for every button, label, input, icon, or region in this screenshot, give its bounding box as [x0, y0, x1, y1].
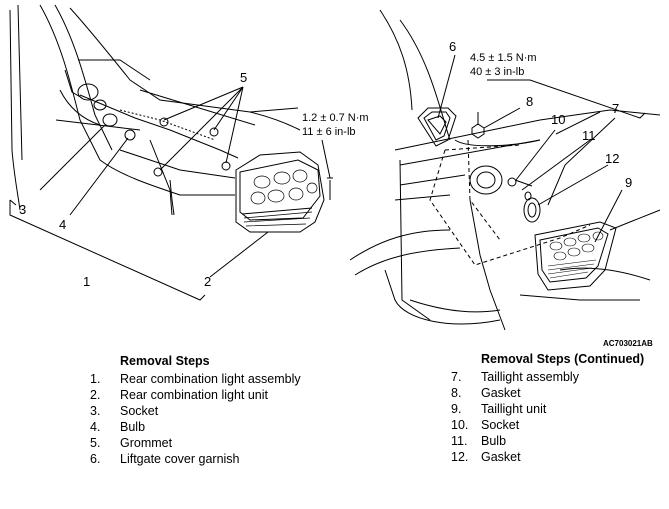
removal-steps-list: Removal Steps 1. Rear combination light a… — [90, 353, 301, 467]
taillight-unit — [534, 221, 617, 291]
liftgate-cover-garnish — [417, 107, 457, 147]
list-item: 8. Gasket — [451, 385, 644, 401]
callout-10: 10 — [551, 112, 565, 127]
callout-6: 6 — [449, 39, 456, 54]
step-number: 1. — [90, 372, 101, 386]
callout-11: 11 — [582, 128, 596, 143]
step-text: Bulb — [481, 434, 507, 448]
step-number: 10. — [451, 418, 469, 432]
callout-2: 2 — [204, 274, 211, 289]
step-number: 4. — [90, 420, 101, 434]
list-item: 9. Taillight unit — [451, 401, 644, 417]
right-torque-nm: 4.5 ± 1.5 N·m — [470, 52, 537, 64]
list-item: 5. Grommet — [90, 435, 301, 451]
step-text: Rear combination light unit — [120, 388, 268, 402]
step-number: 3. — [90, 404, 101, 418]
step-text: Taillight assembly — [481, 370, 579, 384]
step-number: 11. — [451, 434, 468, 448]
list-item: 6. Liftgate cover garnish — [90, 451, 301, 467]
step-number: 5. — [90, 436, 101, 450]
removal-steps-continued-list: Removal Steps (Continued) 7. Taillight as… — [451, 351, 644, 465]
step-number: 6. — [90, 452, 101, 466]
list-item: 3. Socket — [90, 403, 301, 419]
removal-steps-continued-title: Removal Steps (Continued) — [481, 352, 645, 366]
list-item: 2. Rear combination light unit — [90, 387, 301, 403]
step-text: Rear combination light assembly — [120, 372, 301, 386]
step-number: 2. — [90, 388, 101, 402]
right-leader-lines — [437, 54, 623, 243]
removal-steps-title: Removal Steps — [120, 354, 210, 368]
right-bracket — [487, 79, 646, 119]
left-torque-nm: 1.2 ± 0.7 N·m — [302, 112, 369, 124]
step-text: Socket — [481, 418, 520, 432]
callout-12: 12 — [605, 151, 619, 166]
list-item: 11. Bulb — [451, 433, 644, 449]
left-callouts: 1 2 3 4 5 — [19, 70, 247, 289]
step-text: Grommet — [120, 436, 173, 450]
list-item: 10. Socket — [451, 417, 644, 433]
callout-1: 1 — [83, 274, 90, 289]
left-torque-inlb: 11 ± 6 in-lb — [302, 126, 356, 138]
left-torque-spec: 1.2 ± 0.7 N·m 11 ± 6 in-lb — [302, 112, 369, 138]
nut-part — [471, 123, 485, 139]
step-text: Bulb — [120, 420, 146, 434]
list-item: 12. Gasket — [451, 449, 644, 465]
left-bracket — [9, 199, 206, 301]
left-leader-lines — [39, 86, 331, 278]
step-number: 12. — [451, 450, 469, 464]
step-number: 7. — [451, 370, 462, 384]
figure-id: AC703021AB — [603, 339, 653, 348]
step-text: Socket — [120, 404, 159, 418]
left-wiring-harness — [79, 94, 239, 159]
right-callouts: 6 7 8 9 10 11 12 — [449, 39, 632, 190]
rear-combination-light-unit — [235, 151, 325, 233]
right-torque-spec: 4.5 ± 1.5 N·m 40 ± 3 in-lb — [470, 52, 537, 78]
list-item: 4. Bulb — [90, 419, 301, 435]
right-vehicle-body — [349, 9, 661, 325]
callout-4: 4 — [59, 217, 66, 232]
step-text: Liftgate cover garnish — [120, 452, 240, 466]
list-item: 7. Taillight assembly — [451, 369, 644, 385]
garnish-hidden-lines — [429, 139, 591, 266]
step-number: 9. — [451, 402, 462, 416]
callout-9: 9 — [625, 175, 632, 190]
callout-3: 3 — [19, 202, 26, 217]
list-item: 1. Rear combination light assembly — [90, 371, 301, 387]
callout-8: 8 — [526, 94, 533, 109]
step-text: Taillight unit — [481, 402, 547, 416]
callout-7: 7 — [612, 101, 619, 116]
step-text: Gasket — [481, 386, 521, 400]
callout-5: 5 — [240, 70, 247, 85]
step-text: Gasket — [481, 450, 521, 464]
left-vehicle-body — [9, 4, 301, 216]
left-screw — [327, 177, 333, 200]
right-torque-inlb: 40 ± 3 in-lb — [470, 66, 524, 78]
grommet-parts — [153, 117, 231, 177]
step-number: 8. — [451, 386, 462, 400]
